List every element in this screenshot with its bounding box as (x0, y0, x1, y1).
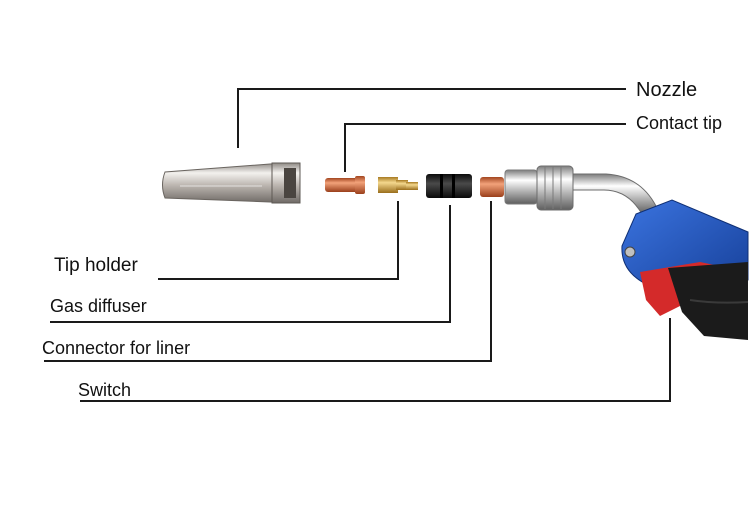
nozzle-part (162, 162, 301, 204)
leader-contact-tip (344, 123, 626, 172)
leader-lines (44, 88, 671, 402)
label-connector-for-liner: Connector for liner (42, 338, 191, 358)
label-gas-diffuser: Gas diffuser (50, 296, 147, 316)
torch-handle (621, 199, 749, 340)
tip-holder-part (378, 177, 418, 193)
contact-tip-part (325, 176, 365, 194)
gas-diffuser-part (426, 174, 472, 198)
torch-neck (504, 165, 657, 215)
label-tip-holder: Tip holder (54, 255, 138, 276)
label-nozzle: Nozzle (636, 79, 698, 101)
connector-for-liner-part (480, 177, 504, 197)
leader-switch (80, 318, 671, 402)
label-switch: Switch (78, 380, 132, 400)
leader-nozzle (237, 88, 626, 148)
leader-connector (44, 201, 492, 362)
label-contact-tip: Contact tip (636, 113, 723, 133)
leader-gas-diffuser (50, 205, 451, 323)
leader-tip-holder (158, 201, 399, 280)
